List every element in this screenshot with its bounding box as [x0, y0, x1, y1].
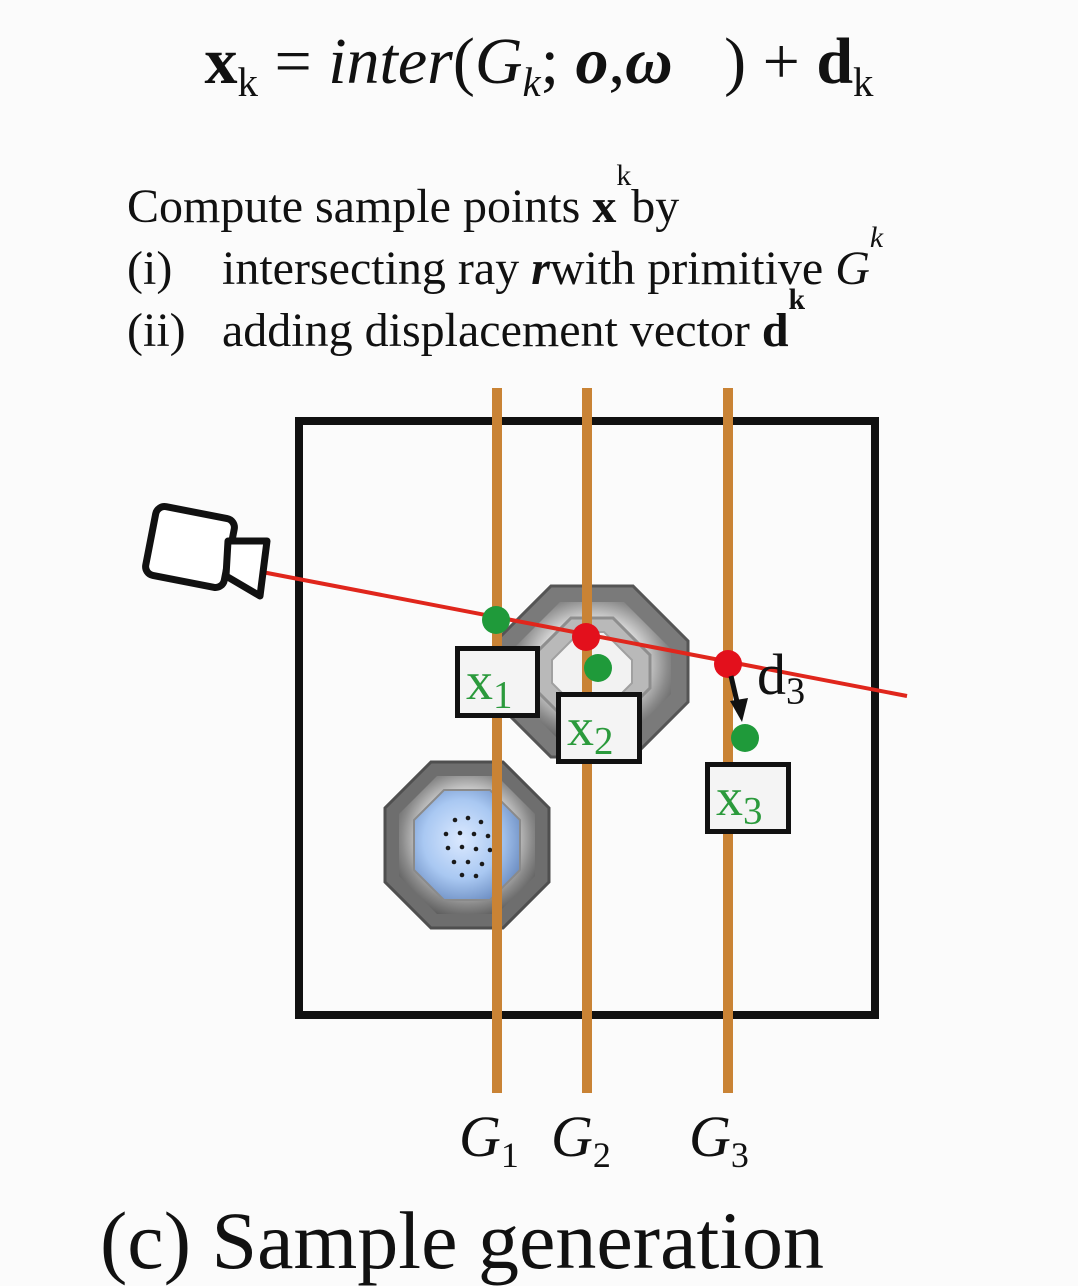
sample-label-x1-base: x: [466, 651, 493, 711]
displacement-label: d3: [757, 642, 805, 711]
eq-plus: +: [746, 25, 817, 98]
camera-icon: [142, 503, 271, 600]
displacement-label-sub: 3: [786, 670, 806, 713]
eq-d: d: [816, 25, 854, 98]
desc-line-2-text: intersecting ray: [222, 242, 520, 295]
eq-g-sub: k: [522, 60, 541, 106]
primitive-label-g3-base: G: [689, 1104, 731, 1169]
sample-label-x3-sub: 3: [743, 789, 763, 833]
desc-line-2-marker: (i): [127, 242, 173, 295]
intersection-point-g3: [714, 650, 742, 678]
sample-label-x1-sub: 1: [493, 673, 513, 717]
sample-label-x3: x3: [705, 762, 791, 834]
displacement-label-base: d: [757, 642, 786, 707]
sample-point-3: [731, 724, 759, 752]
eq-lhs: x: [204, 25, 238, 98]
eq-o: o: [575, 25, 609, 98]
eq-d-sub: k: [853, 60, 874, 106]
desc-line-3-text: adding displacement vector: [222, 304, 750, 357]
intersection-point-g2: [572, 623, 600, 651]
sample-point-2: [584, 654, 612, 682]
primitive-label-g1-base: G: [459, 1104, 501, 1169]
primitive-label-g3-sub: 3: [730, 1134, 749, 1175]
eq-func: inter: [328, 25, 453, 98]
octagon-object-blue: [383, 760, 551, 930]
eq-sep: ;: [540, 25, 576, 98]
desc-line-3-d: d: [761, 304, 789, 357]
eq-open: (: [452, 25, 475, 98]
primitive-label-g3: G3: [689, 1104, 749, 1173]
desc-line-1-tail: by: [631, 180, 680, 233]
eq-equals: =: [257, 25, 329, 98]
desc-line-3-marker: (ii): [127, 304, 186, 357]
figure-caption: (c) Sample generation: [100, 1195, 825, 1286]
eq-g: G: [474, 25, 523, 98]
desc-line-1-var: x: [592, 180, 617, 233]
sample-label-x1: x1: [455, 646, 540, 718]
primitive-label-g1: G1: [459, 1104, 519, 1173]
equation: xk = inter(Gk; o,ω⃗) + dk: [0, 22, 1078, 106]
desc-line-2-ray: r: [531, 242, 550, 295]
sample-point-1: [482, 606, 510, 634]
eq-lhs-sub: k: [237, 60, 258, 106]
sample-label-x2-base: x: [567, 697, 594, 757]
primitive-label-g2: G2: [551, 1104, 611, 1173]
displacement-arrowhead: [730, 698, 748, 722]
sample-label-x3-base: x: [716, 767, 743, 827]
desc-line-1-text: Compute sample points: [127, 180, 581, 233]
sample-label-x2-sub: 2: [594, 719, 614, 763]
primitive-label-g2-sub: 2: [592, 1134, 611, 1175]
sample-label-x2: x2: [556, 692, 642, 764]
eq-omega: ω⃗: [625, 25, 725, 98]
scene-diagram: [142, 388, 908, 1093]
eq-close: ): [724, 25, 747, 98]
primitive-label-g2-base: G: [551, 1104, 593, 1169]
desc-line-2-mid: with primitive: [549, 242, 824, 295]
eq-comma: ,: [608, 25, 626, 98]
desc-line-2-g: G: [835, 242, 870, 295]
primitive-label-g1-sub: 1: [500, 1134, 519, 1175]
